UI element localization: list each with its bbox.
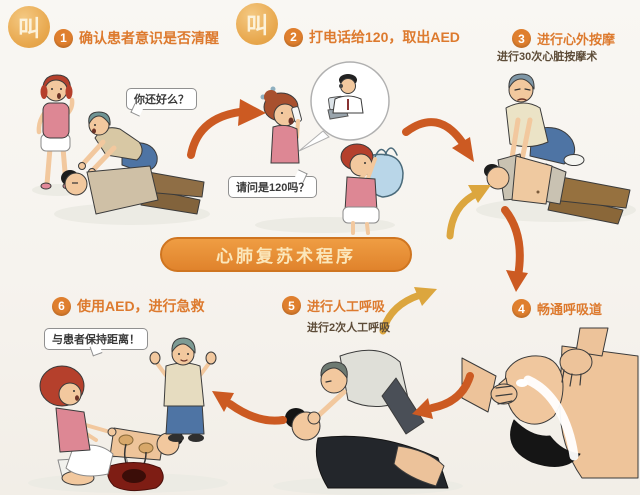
arrow-step4-to-step5 [428,372,474,412]
arrow-step1-to-step2 [187,108,244,159]
speech-bubble-text: 你还好么？ [134,94,189,106]
step-5-text: 进行人工呼吸 [307,299,386,314]
lying-patient-figure [61,165,205,215]
step-5-label: 5 进行人工呼吸 [282,296,385,315]
step-1-number: 1 [54,28,73,48]
call-badge-2: 叫 [236,3,278,45]
step-1-label: 1 确认患者意识是否清醒 [54,28,219,48]
step-6-number: 6 [52,296,71,316]
arrowhead-step5-to-step6 [212,391,234,412]
step-6-label: 6 使用AED，进行急救 [52,296,205,316]
step-5-number: 5 [282,296,301,315]
compression-patient-figure [484,153,631,225]
page-title: 心肺复苏术程序 [216,247,356,266]
speech-bubble-keep-distance: 与患者保持距离！ [44,328,148,357]
arrow-cycle-upper [446,190,480,240]
step-3-label: 3 进行心外按摩 [512,29,615,48]
arrowhead-cycle-upper [468,185,491,203]
step-2-label: 2 打电话给120，取出AED [284,27,460,47]
step-3-subtitle: 进行30次心脏按摩术 [497,51,598,63]
scene-2-call-120-illustration [254,61,404,235]
title-banner: 心肺复苏术程序 [160,237,412,272]
bystander-man-figure [149,337,217,442]
aed-operator-woman-figure [39,365,117,486]
breathing-patient-figure [285,408,449,489]
arrow-cycle-lower [379,291,424,335]
kneeling-rescuer-figure [78,111,158,176]
step-6-text: 使用AED，进行急救 [77,298,205,314]
step-4-text: 畅通呼吸道 [537,302,603,317]
arrow-step2-to-step3 [402,118,466,146]
dispatcher-balloon [298,61,390,152]
step-1-text: 确认患者意识是否清醒 [79,30,219,46]
arrow-step3-to-step4 [501,206,524,280]
scene-3-chest-compression-illustration [476,73,636,225]
scene-6-use-aed-illustration [28,337,228,493]
call-badge-1: 叫 [8,6,50,48]
step-2-text: 打电话给120，取出AED [309,29,460,45]
breathing-rescuer-figure [307,349,425,435]
step-5-subtitle: 进行2次人工呼吸 [307,322,391,334]
step-4-label: 4 畅通呼吸道 [512,299,602,318]
scene-1-check-consciousness-illustration [32,74,210,225]
speech-bubble-text: 请问是120吗？ [236,182,310,194]
aed-bag-woman-figure [340,143,404,235]
arrowhead-step1-to-step2 [238,99,266,126]
arrowhead-step2-to-step3 [452,137,474,162]
step-3-number: 3 [512,29,531,48]
speech-bubble-text: 与患者保持距离！ [52,334,140,346]
speech-bubble-are-you-ok: 你还好么？ [126,88,197,117]
step-2-number: 2 [284,27,303,47]
aed-patient-figure [57,427,183,492]
arrowhead-step4-to-step5 [412,398,433,419]
step-3-text: 进行心外按摩 [537,32,616,47]
arrow-step5-to-step6 [226,400,287,425]
arrowhead-step3-to-step4 [506,270,528,292]
speech-bubble-is-this-120: 请问是120吗？ [228,169,318,198]
compression-rescuer-figure [505,73,585,168]
scene-4-open-airway-illustration [461,327,639,479]
step-4-number: 4 [512,299,531,318]
phone-woman-figure [254,86,302,164]
arrowhead-cycle-lower [414,287,437,306]
scene-5-rescue-breathing-illustration [273,349,463,495]
airway-closeup [461,327,639,479]
